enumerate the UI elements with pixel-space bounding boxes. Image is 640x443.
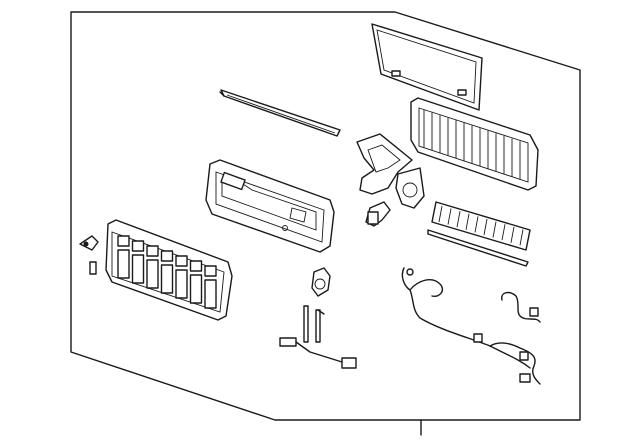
panel-rib <box>483 218 488 236</box>
panel-rib <box>456 211 461 228</box>
grille-cell <box>146 245 159 257</box>
panel-rib <box>519 229 524 246</box>
grille-cell <box>146 259 159 289</box>
tailgate-upper-trim-strip <box>219 89 341 137</box>
tailgate-release-cable <box>279 337 357 369</box>
tailgate-handle-assembly <box>205 159 335 253</box>
panel-rib <box>447 208 452 225</box>
tailgate-wiring-harness <box>401 267 541 385</box>
tailgate-lock-actuator <box>311 201 391 297</box>
grille-cell <box>131 240 145 252</box>
grille-cell <box>160 264 174 294</box>
grille-cell <box>204 279 217 309</box>
grille-cell <box>117 235 130 247</box>
diagram-background-board <box>70 11 581 421</box>
panel-rib <box>501 224 506 241</box>
tailgate-outer-panel-shield <box>371 23 483 111</box>
tailgate-hinge-bracket <box>356 133 425 209</box>
panel-rib <box>474 216 479 233</box>
grille-cell <box>175 269 188 299</box>
panel-rib <box>510 226 515 243</box>
tailgate-lock-rods <box>303 305 325 343</box>
grille-cell <box>189 274 203 304</box>
grille-cell <box>160 250 174 262</box>
grille-cell <box>189 260 203 272</box>
tailgate-clip <box>79 235 99 275</box>
tailgate-inner-panel <box>410 97 539 191</box>
tailgate-grille-panel <box>105 219 233 321</box>
grille-cell <box>131 254 145 284</box>
panel-rib <box>492 221 497 238</box>
panel-rib <box>465 213 470 230</box>
panel-rib <box>438 205 443 223</box>
grille-cell <box>175 255 188 267</box>
grille-cell <box>204 265 217 277</box>
grille-cell <box>117 249 130 279</box>
tailgate-lower-trim-panel <box>427 201 531 267</box>
